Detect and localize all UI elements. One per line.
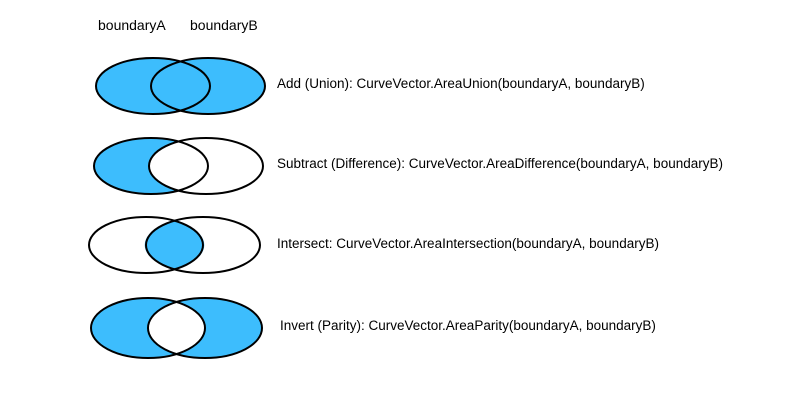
- intersection-caption: Intersect: CurveVector.AreaIntersection(…: [277, 236, 659, 251]
- difference-fill: [94, 138, 179, 195]
- union-ellipse-a: [95, 57, 211, 115]
- intersection-ellipse-b: [145, 216, 261, 274]
- difference-ellipse-a: [93, 137, 209, 195]
- parity-caption: Invert (Parity): CurveVector.AreaParity(…: [280, 318, 656, 333]
- boundary-a-label: boundaryA: [98, 17, 166, 33]
- union-ellipse-b: [150, 57, 266, 115]
- intersection-ellipse-a: [88, 216, 204, 274]
- venn-difference: [93, 137, 264, 195]
- union-caption: Add (Union): CurveVector.AreaUnion(bound…: [277, 76, 645, 91]
- venn-intersection: [88, 216, 261, 274]
- parity-ellipse-a: [90, 297, 206, 359]
- parity-fill: [91, 298, 262, 358]
- boundary-b-label: boundaryB: [190, 17, 258, 33]
- difference-ellipse-b: [148, 137, 264, 195]
- intersection-fill: [144, 220, 205, 270]
- difference-caption: Subtract (Difference): CurveVector.AreaD…: [277, 156, 723, 171]
- parity-ellipse-b: [147, 297, 263, 359]
- venn-union: [95, 57, 266, 115]
- union-fill: [96, 58, 265, 115]
- venn-parity: [90, 297, 263, 359]
